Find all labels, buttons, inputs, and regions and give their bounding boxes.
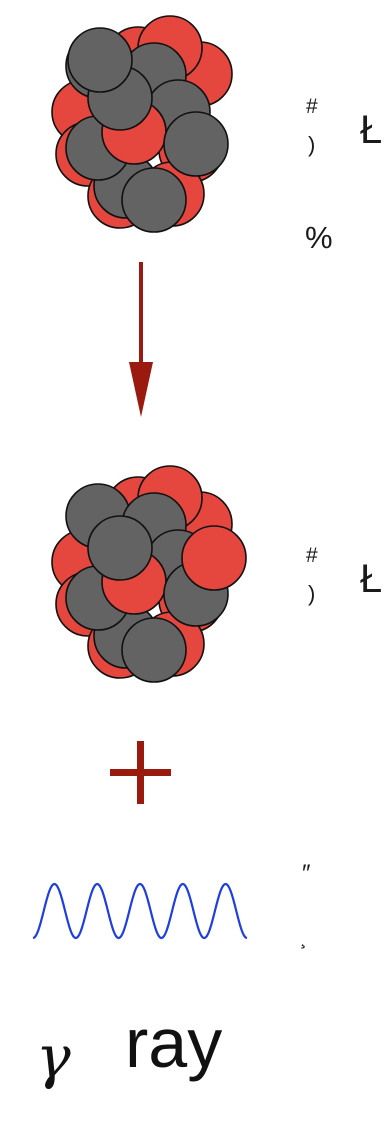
upper-label-main: Ł (360, 108, 383, 152)
photon-mark-top: ″ (302, 860, 311, 887)
photon-mark-bottom: ¸ (300, 927, 307, 949)
upper-label-extra: % (305, 220, 333, 255)
neutron-ball (87, 515, 153, 581)
upper-label-superscript: # (306, 95, 318, 118)
gamma-wave-icon (32, 882, 248, 940)
plus-sign (110, 741, 171, 804)
lower-label-superscript: # (306, 544, 318, 567)
ground-state-nucleus (51, 465, 247, 683)
lower-label-main: Ł (360, 557, 383, 601)
gamma-symbol: γ (36, 1023, 71, 1091)
lower-label-subscript: ) (308, 581, 316, 606)
proton-ball (181, 525, 247, 591)
decay-arrow (129, 262, 153, 417)
neutron-ball (121, 167, 187, 233)
ray-label: ray (125, 1004, 223, 1082)
upper-label-subscript: ) (308, 132, 316, 157)
wave-path (32, 882, 248, 940)
arrow-head (129, 362, 153, 417)
neutron-ball (121, 617, 187, 683)
plus-vertical-bar (137, 741, 144, 804)
neutron-ball (67, 27, 133, 93)
excited-nucleus (51, 15, 233, 233)
neutron-ball (163, 111, 229, 177)
